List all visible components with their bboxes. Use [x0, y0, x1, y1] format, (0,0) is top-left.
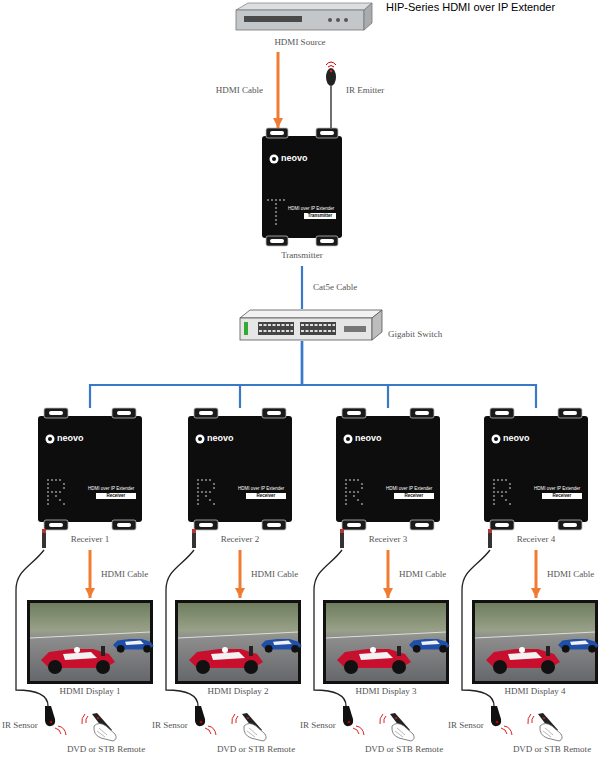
cable-connector: [166, 550, 198, 706]
device-label: DVD or STB Remote: [67, 744, 145, 755]
cable-label: HDMI Cable: [250, 569, 299, 580]
cable-connector: [314, 550, 346, 706]
brand-logo: neovo: [503, 433, 530, 444]
device-label: DVD or STB Remote: [513, 744, 591, 755]
device-label: IR Emitter: [346, 85, 384, 96]
diagram-title: HIP-Series HDMI over IP Extender: [386, 1, 555, 14]
device-label: Transmitter: [281, 250, 323, 261]
hdmi-display: HDMI Display 4: [472, 598, 598, 698]
cable-label: HDMI Cable: [215, 85, 264, 96]
cable-connector: [462, 550, 494, 706]
hdmi-display: HDMI Display 2: [175, 598, 301, 698]
receiver-unit: neovoHDMI over IP ExtenderReceiverReceiv…: [484, 408, 588, 550]
device-label: HDMI Display 3: [356, 686, 417, 697]
cable-connector: [239, 550, 242, 598]
remote-control: DVD or STB Remote: [362, 712, 446, 757]
badge-text: Receiver: [246, 493, 286, 499]
cable-label: HDMI Cable: [546, 569, 595, 580]
device-label: DVD or STB Remote: [365, 744, 443, 755]
model-text: HDMI over IP Extender: [534, 486, 580, 491]
hdmi-display: HDMI Display 1: [27, 598, 153, 698]
model-text: HDMI over IP Extender: [288, 206, 334, 211]
ir-sensor: IR Sensor: [448, 706, 508, 734]
receiver-unit: neovoHDMI over IP ExtenderReceiverReceiv…: [188, 408, 292, 550]
model-text: HDMI over IP Extender: [238, 486, 284, 491]
ir-sensor: IR Sensor: [300, 706, 360, 734]
badge-text: Transmitter: [304, 213, 336, 219]
model-text: HDMI over IP Extender: [386, 486, 432, 491]
cable-connector: [302, 341, 536, 408]
badge-text: Receiver: [542, 493, 582, 499]
cable-connector: [240, 341, 302, 408]
ir-emitter: IR Emitter: [322, 58, 394, 102]
remote-control: DVD or STB Remote: [214, 712, 298, 757]
device-label: Receiver 2: [221, 534, 260, 545]
remote-control: DVD or STB Remote: [510, 712, 594, 757]
transmitter-unit: neovoHDMI over IP ExtenderTransmitterTra…: [262, 128, 342, 266]
receiver-unit: neovoHDMI over IP ExtenderReceiverReceiv…: [336, 408, 440, 550]
remote-control: DVD or STB Remote: [64, 712, 148, 757]
device-label: Gigabit Switch: [388, 329, 442, 340]
brand-logo: neovo: [355, 433, 382, 444]
media-source: HDMI Source: [225, 0, 375, 52]
device-label: IR Sensor: [300, 720, 336, 731]
brand-logo: neovo: [281, 153, 308, 164]
cable-connector: [90, 341, 302, 408]
device-label: HDMI Display 1: [60, 686, 121, 697]
ir-sensor: IR Sensor: [152, 706, 212, 734]
cable-label: HDMI Cable: [398, 569, 447, 580]
cable-label: Cat5e Cable: [312, 282, 358, 293]
device-label: HDMI Display 2: [208, 686, 269, 697]
cable-label: HDMI Cable: [100, 569, 149, 580]
device-label: Receiver 3: [369, 534, 408, 545]
badge-text: Receiver: [394, 493, 434, 499]
cable-connector: [330, 102, 331, 128]
receiver-unit: neovoHDMI over IP ExtenderReceiverReceiv…: [38, 408, 142, 550]
cable-connector: [16, 550, 48, 706]
hdmi-display: HDMI Display 3: [323, 598, 449, 698]
device-label: IR Sensor: [2, 720, 38, 731]
brand-logo: neovo: [207, 433, 234, 444]
device-label: IR Sensor: [152, 720, 188, 731]
model-text: HDMI over IP Extender: [88, 486, 134, 491]
cable-connector: [302, 341, 388, 408]
device-label: HDMI Display 4: [505, 686, 566, 697]
cable-connector: [301, 266, 303, 309]
ir-sensor: IR Sensor: [2, 706, 62, 734]
device-label: DVD or STB Remote: [217, 744, 295, 755]
badge-text: Receiver: [96, 493, 136, 499]
brand-logo: neovo: [57, 433, 84, 444]
cable-connector: [277, 52, 280, 128]
network-switch: Gigabit Switch: [232, 309, 452, 341]
device-label: Receiver 4: [517, 534, 556, 545]
cable-connector: [535, 550, 538, 598]
device-label: HDMI Source: [274, 37, 325, 48]
cable-connector: [89, 550, 92, 598]
device-label: IR Sensor: [448, 720, 484, 731]
device-label: Receiver 1: [71, 534, 110, 545]
cable-connector: [387, 550, 390, 598]
